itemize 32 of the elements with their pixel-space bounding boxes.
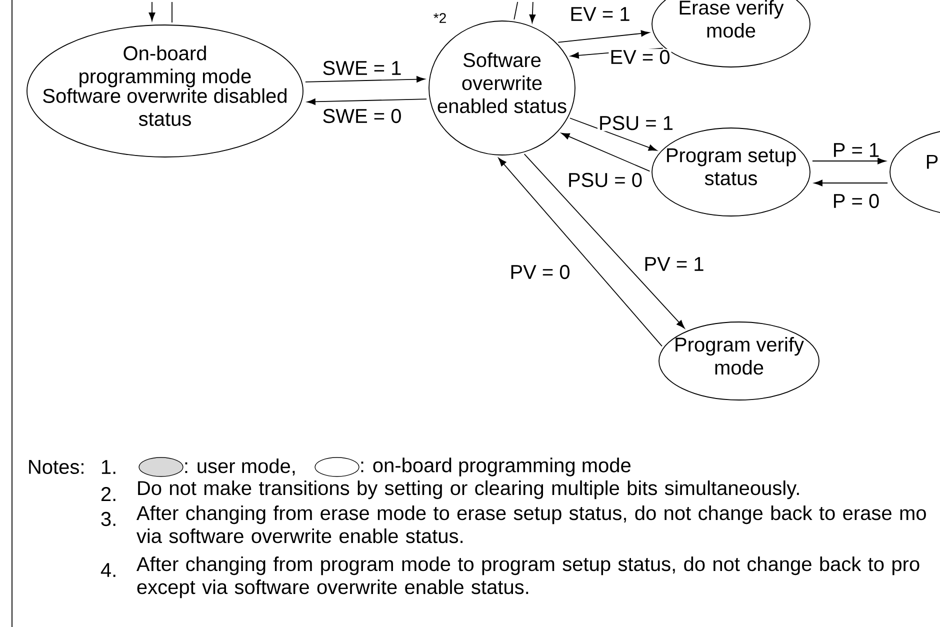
note-text: Do not make transitions by setting or clearing multiple bits simultaneously. <box>138 480 799 500</box>
edge-label: P = 1 <box>831 142 881 158</box>
edge-label: EV = 1 <box>568 6 632 22</box>
note-number: 3. <box>101 512 116 526</box>
note-text: After changing from erase mode to erase setup status, do not change back to erase mo via software overwrite enable status. <box>136 505 926 544</box>
note-number: 4. <box>100 563 116 577</box>
edge-label: SWE = 0 <box>321 108 403 124</box>
note-mark: *2 <box>434 13 446 23</box>
note-number: 2. <box>101 487 116 501</box>
arrow <box>148 2 156 22</box>
arrow <box>524 154 685 328</box>
arrow <box>558 30 650 43</box>
note-number: 1. <box>102 460 116 474</box>
arrow <box>306 98 427 105</box>
arrow <box>561 132 650 172</box>
edge-label: P = 0 <box>831 192 881 210</box>
edge-label: PV = 0 <box>508 264 572 280</box>
arrow <box>529 2 536 23</box>
edge-label: EV = 0 <box>608 48 672 66</box>
legend-text: : on-board programming mode <box>361 458 630 476</box>
edge-label: PSU = 1 <box>598 114 675 132</box>
edge-label: PV = 1 <box>642 256 706 272</box>
arrow <box>812 158 886 164</box>
notes-heading: Notes: <box>29 460 84 474</box>
arrow <box>498 158 662 347</box>
edge-label: PSU = 0 <box>566 172 644 188</box>
arrow <box>570 118 658 151</box>
legend-text: : user mode, <box>185 458 295 476</box>
note-text: After changing from program mode to program setup status, do not change back to pro except via software overwrite enable status. <box>136 556 920 598</box>
arrow <box>305 76 426 82</box>
arrow <box>814 180 888 186</box>
edge-label: SWE = 1 <box>321 60 403 76</box>
